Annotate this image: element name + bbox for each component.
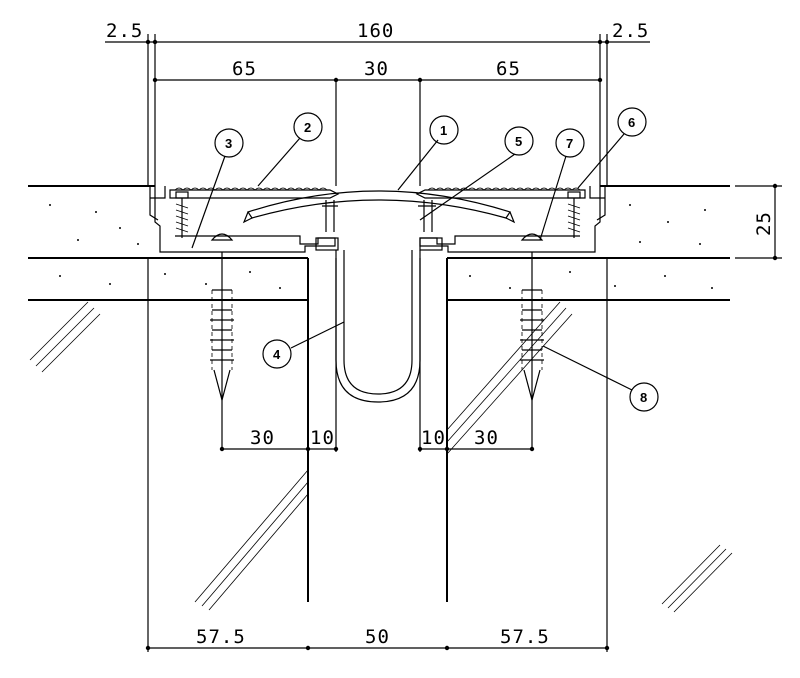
- concrete-slabs: [28, 185, 733, 613]
- dim-anchor-left-offset: 30: [250, 427, 275, 449]
- callout-4: 4: [273, 347, 281, 362]
- section-hatching: [29, 301, 733, 613]
- dim-top-left-edge: 2.5: [106, 20, 143, 42]
- left-screw: [175, 191, 189, 238]
- callout-5: 5: [515, 134, 522, 149]
- callout-1: 1: [440, 123, 447, 138]
- dim-bottom-right: 57.5: [500, 626, 550, 648]
- callout-2: 2: [304, 120, 311, 135]
- right-anchor: [520, 233, 544, 410]
- callout-3: 3: [225, 136, 232, 151]
- dimension-labels: 2.5 160 2.5 65 30 65 25 30 10 10 30 57.5…: [106, 20, 775, 648]
- screed-stipple: [49, 204, 713, 289]
- dim-anchor-right-gap: 10: [421, 427, 446, 449]
- callout-8: 8: [640, 390, 647, 405]
- dim-anchor-right-offset: 30: [474, 427, 499, 449]
- dim-upper-left: 65: [232, 58, 257, 80]
- right-screw: [567, 191, 581, 238]
- dim-upper-center: 30: [364, 58, 389, 80]
- dim-anchor-left-gap: 10: [310, 427, 335, 449]
- dim-top-total: 160: [357, 20, 394, 42]
- aluminium-profiles: [149, 186, 606, 403]
- dim-upper-right: 65: [496, 58, 521, 80]
- callouts: 1 2 3 4 5 6 7 8: [191, 107, 659, 412]
- left-anchor: [210, 233, 234, 410]
- callout-circle: [429, 115, 459, 145]
- dim-top-right-edge: 2.5: [612, 20, 649, 42]
- dim-height: 25: [753, 211, 775, 236]
- fasteners: [175, 191, 581, 410]
- dim-bottom-left: 57.5: [196, 626, 246, 648]
- callout-7: 7: [566, 136, 573, 151]
- callout-6: 6: [628, 115, 635, 130]
- dim-bottom-center: 50: [365, 626, 390, 648]
